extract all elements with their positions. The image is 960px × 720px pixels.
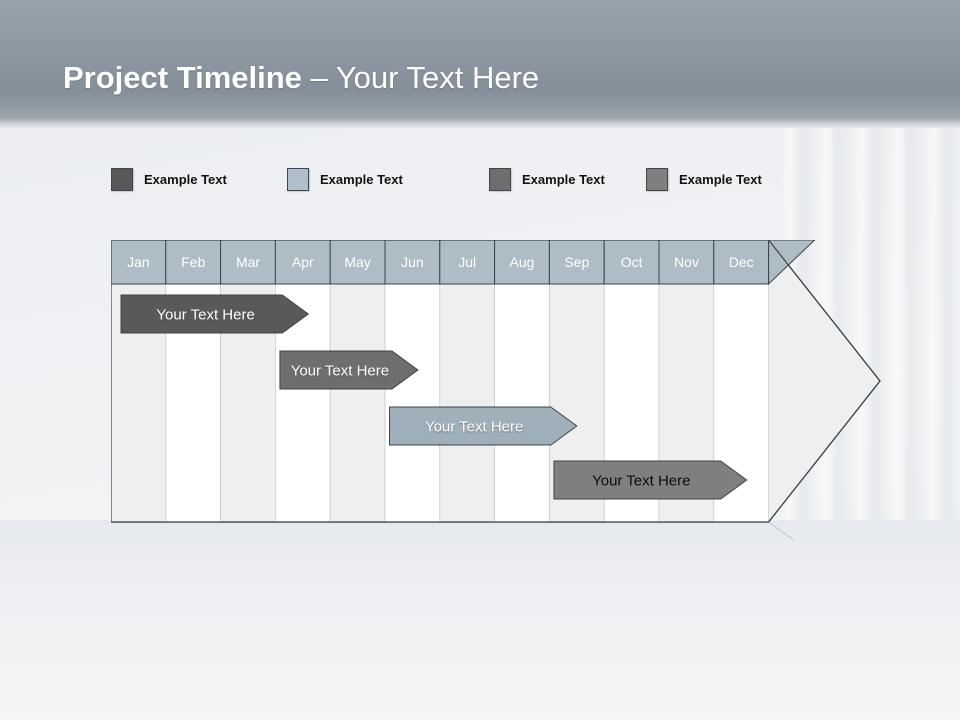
legend-color-swatch [489,168,511,191]
month-header-label: Jan [127,254,150,270]
month-header-label: Mar [236,254,260,270]
timeline-column-cell [384,283,441,523]
legend-item[interactable]: Example Text [646,168,762,191]
month-header-cell[interactable] [439,240,496,285]
page-title-light: Your Text Here [335,60,540,95]
background-floor-reflection [0,520,960,720]
timeline-chart-svg: Jan Feb Mar Apr May Jun Jul Aug Sep Oct Nov DecYour… [111,240,881,540]
timeline-column-cell [439,283,495,523]
month-header-cell[interactable] [329,240,386,285]
timeline-column-cell [329,283,386,523]
legend-color-swatch [646,168,668,191]
legend-item-label: Example Text [320,172,403,187]
title-banner: Project Timeline – Your Text Here [0,0,960,128]
month-header-cell[interactable] [274,240,331,285]
month-header-cell[interactable] [494,240,550,285]
timeline-container-outline [111,240,881,523]
legend-color-swatch [111,168,133,191]
month-header-label: Nov [674,254,699,270]
month-header-label: Jul [458,254,476,270]
page-title-bold: Project Timeline [63,60,302,95]
timeline-bar-label: Your Text Here [156,307,254,324]
timeline-bar-shape [389,406,578,446]
timeline-bar[interactable]: Your Text Here [279,350,419,390]
month-header-cell[interactable] [713,240,770,285]
timeline-bar-label: Your Text Here [425,419,523,436]
legend-item-label: Example Text [522,172,605,187]
month-header-cell[interactable] [658,240,715,285]
timeline-bar-shape [553,460,748,500]
month-header-label: Oct [621,254,643,270]
arrow-reflection-line [768,521,795,540]
month-header-label: Dec [729,254,754,270]
timeline-bar-shape [279,350,419,390]
timeline-bar-shape [120,294,310,334]
month-header-label: Feb [181,254,205,270]
month-header-cell[interactable] [111,240,167,285]
legend-color-swatch [287,168,309,191]
page-title: Project Timeline – Your Text Here [63,60,539,96]
timeline-bar[interactable]: Your Text Here [553,460,748,500]
header-arrow-cap [768,240,816,286]
month-header-cell[interactable] [603,240,660,285]
timeline-column-cell [494,283,550,523]
timeline-bar[interactable]: Your Text Here [120,294,310,334]
page-title-separator: – [301,60,336,95]
month-header-cell[interactable] [384,240,441,285]
timeline-bar-label: Your Text Here [291,363,389,380]
legend-item[interactable]: Example Text [111,168,227,191]
legend-item-label: Example Text [679,172,762,187]
timeline-bar-label: Your Text Here [592,473,690,490]
legend: Example Text Example Text Example Text Exam… [0,168,960,194]
month-header-label: Jun [401,254,424,270]
timeline-bar[interactable]: Your Text Here [389,406,578,446]
month-header-cell[interactable] [165,240,222,285]
legend-item[interactable]: Example Text [287,168,403,191]
month-header-label: Sep [564,254,589,270]
legend-item[interactable]: Example Text [489,168,605,191]
month-header-label: Apr [292,254,314,270]
month-header-label: Aug [510,254,535,270]
legend-item-label: Example Text [144,172,227,187]
month-header-label: May [344,254,370,270]
